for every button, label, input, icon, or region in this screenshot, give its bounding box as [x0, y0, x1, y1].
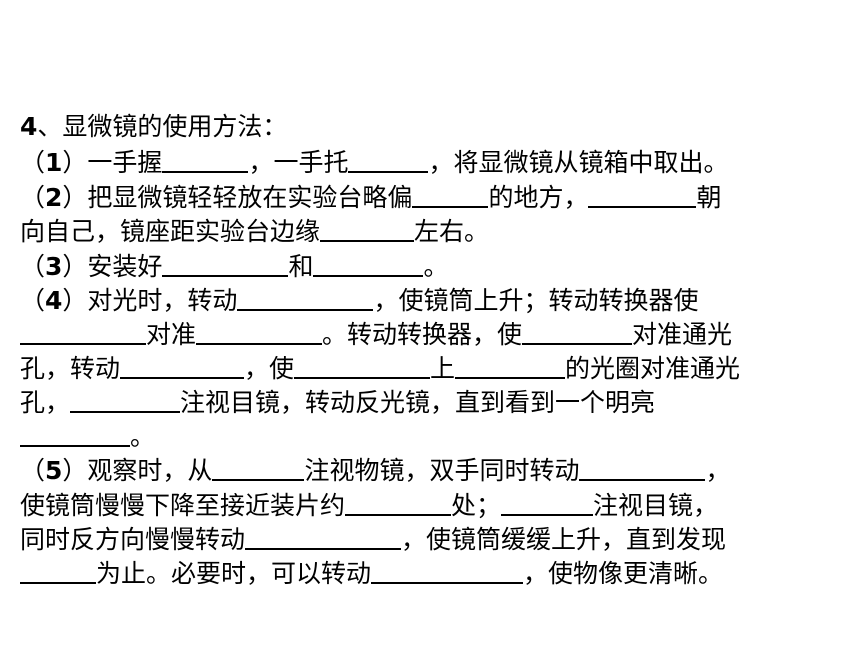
item-text: 同时反方向慢慢转动 — [20, 525, 246, 554]
answer-blank[interactable] — [162, 249, 289, 277]
item-text: 。 — [423, 252, 449, 281]
answer-blank[interactable] — [245, 522, 402, 550]
answer-blank[interactable] — [294, 351, 431, 379]
item-5-line: （5）观察时，从 注视物镜，双手同时转动 ， — [20, 453, 730, 487]
item-4-line-cont: 对准 。转动转换器，使 对准通光 — [20, 317, 732, 351]
item-2-line: （2）把显微镜轻轻放在实验台略偏 的地方， 朝 — [20, 180, 721, 214]
answer-blank[interactable] — [20, 419, 130, 447]
answer-blank[interactable] — [196, 317, 323, 345]
answer-blank[interactable] — [20, 556, 96, 584]
item-text: 和 — [288, 252, 314, 281]
item-text: 注视目镜， — [593, 491, 719, 520]
item-text: ）观察时，从 — [62, 456, 213, 485]
answer-blank[interactable] — [313, 249, 424, 277]
item-text: 朝 — [696, 183, 722, 212]
answer-blank[interactable] — [579, 453, 706, 481]
item-text: 对准通光 — [632, 320, 733, 349]
item-1-line: （1）一手握 ，一手托 ，将显微镜从镜箱中取出。 — [20, 145, 728, 179]
item-text: ）把显微镜轻轻放在实验台略偏 — [62, 183, 413, 212]
item-text: 的地方， — [488, 183, 589, 212]
answer-blank[interactable] — [412, 180, 489, 208]
paren-open: （ — [20, 148, 46, 177]
item-2-line-cont: 向自己，镜座距实验台边缘 左右。 — [20, 214, 489, 248]
item-5-line-cont: 使镜筒慢慢下降至接近装片约 处； 注视目镜， — [20, 488, 718, 522]
answer-blank[interactable] — [455, 351, 566, 379]
answer-blank[interactable] — [162, 145, 249, 173]
item-text: ，使镜筒上升；转动转换器使 — [373, 286, 699, 315]
item-text: 对准 — [146, 320, 197, 349]
item-text: 。 — [130, 422, 156, 451]
item-number: 1 — [45, 148, 63, 177]
item-text: ，使镜筒缓缓上升，直到发现 — [401, 525, 727, 554]
item-number: 2 — [45, 183, 63, 212]
paren-open: （ — [20, 456, 46, 485]
item-4-line-cont: 孔， 注视目镜，转动反光镜，直到看到一个明亮 — [20, 385, 655, 419]
item-text: 左右。 — [414, 217, 490, 246]
answer-blank[interactable] — [212, 453, 305, 481]
answer-blank[interactable] — [320, 214, 415, 242]
heading-line: 4、显微镜的使用方法： — [20, 110, 287, 144]
answer-blank[interactable] — [70, 385, 181, 413]
item-text: 孔，转动 — [20, 354, 121, 383]
item-text: 孔， — [20, 388, 71, 417]
item-text: 的光圈对准通光 — [565, 354, 741, 383]
answer-blank[interactable] — [345, 488, 452, 516]
item-text: ）一手握 — [62, 148, 163, 177]
answer-blank[interactable] — [522, 317, 633, 345]
item-text: ，将显微镜从镜箱中取出。 — [428, 148, 729, 177]
paren-open: （ — [20, 286, 46, 315]
answer-blank[interactable] — [371, 556, 524, 584]
item-5-line-cont: 为止。必要时，可以转动 ，使物像更清晰。 — [20, 556, 723, 590]
item-text: ， — [705, 456, 731, 485]
item-text: 。转动转换器，使 — [322, 320, 523, 349]
item-text: 处； — [451, 491, 502, 520]
item-text: ，使 — [244, 354, 295, 383]
answer-blank[interactable] — [588, 180, 697, 208]
item-text: ，一手托 — [248, 148, 349, 177]
item-text: 为止。必要时，可以转动 — [96, 559, 372, 588]
answer-blank[interactable] — [120, 351, 245, 379]
answer-blank[interactable] — [237, 283, 374, 311]
answer-blank[interactable] — [501, 488, 594, 516]
item-text: ）安装好 — [62, 252, 163, 281]
item-text: ，使物像更清晰。 — [523, 559, 724, 588]
paren-open: （ — [20, 252, 46, 281]
answer-blank[interactable] — [20, 317, 146, 345]
item-4-line-cont: 孔，转动 ，使 上 的光圈对准通光 — [20, 351, 740, 385]
item-text: 上 — [430, 354, 456, 383]
item-number: 3 — [45, 252, 63, 281]
item-4-line-cont: 。 — [20, 419, 155, 453]
item-text: 使镜筒慢慢下降至接近装片约 — [20, 491, 346, 520]
item-text: ）对光时，转动 — [62, 286, 238, 315]
item-3-line: （3）安装好 和 。 — [20, 249, 448, 283]
heading-text: 、显微镜的使用方法： — [37, 112, 288, 141]
answer-blank[interactable] — [348, 145, 429, 173]
item-4-line: （4）对光时，转动 ，使镜筒上升；转动转换器使 — [20, 283, 698, 317]
item-number: 5 — [45, 456, 63, 485]
item-5-line-cont: 同时反方向慢慢转动 ，使镜筒缓缓上升，直到发现 — [20, 522, 726, 556]
heading-number: 4 — [20, 112, 38, 141]
item-text: 注视物镜，双手同时转动 — [304, 456, 580, 485]
paren-open: （ — [20, 183, 46, 212]
item-number: 4 — [45, 286, 63, 315]
item-text: 注视目镜，转动反光镜，直到看到一个明亮 — [180, 388, 656, 417]
item-text: 向自己，镜座距实验台边缘 — [20, 217, 321, 246]
